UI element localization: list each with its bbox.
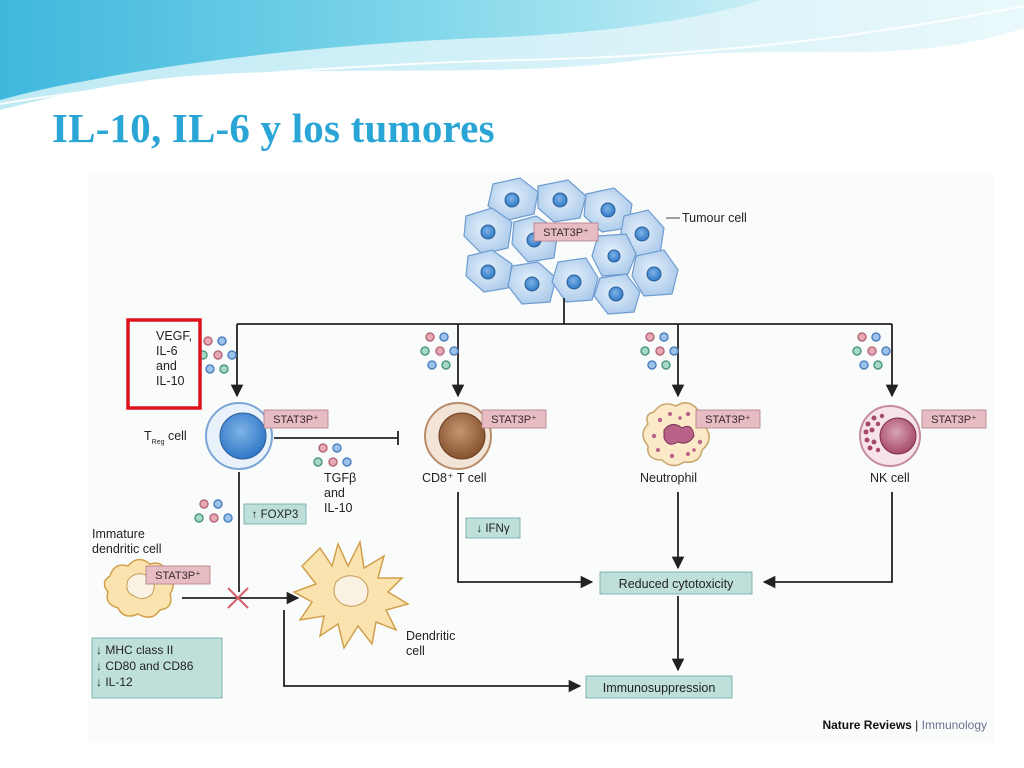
cytokine-line-4: IL-10 [156,374,185,388]
marker-cd80-cd86: ↓ CD80 and CD86 [96,659,194,673]
stat3p-label-nk [921,409,987,429]
stat3p-text-neutrophil: STAT3P⁺ [705,414,751,426]
cytokine-dots-nk [852,332,891,370]
stat3p-text-immature-dc: STAT3P⁺ [155,570,201,582]
cytokine-dots-neutrophil [640,332,679,370]
nk-cell [859,405,921,467]
stat3p-label-neutrophil [695,409,761,429]
distribution-lines [230,298,899,398]
credit-separator: | [912,718,922,732]
cytokine-dots-cd8 [420,332,459,370]
immunosuppression-box [585,675,733,699]
tgfb-line-3: IL-10 [324,501,353,515]
figure-credit: Nature Reviews | Immunology [822,718,987,732]
stat3p-text-treg: STAT3P⁺ [273,414,319,426]
tumour-cell-cluster [463,177,679,315]
dc-markers-box [91,637,223,699]
reduced-cytotoxicity-text: Reduced cytotoxicity [619,577,734,591]
cd8-to-cytotoxicity-arrow [457,492,594,589]
foxp3-box [243,503,307,525]
header-wave [0,0,760,100]
dc-to-immunosuppression-arrow [283,610,582,693]
dc-markers-list: ↓ MHC class II ↓ CD80 and CD86 ↓ IL-12 [96,643,197,689]
treg-label-suffix: cell [164,429,186,443]
tgfb-line-1: TGFβ [324,471,356,485]
marker-il12: ↓ IL-12 [96,675,133,689]
ifng-box [465,517,521,539]
dc-line-1: Dendritic [406,629,455,643]
cd8-t-cell [424,402,492,470]
stat3p-label-tumour [533,222,599,242]
nk-cell-label: NK cell [870,471,910,485]
cytokine-line-1: VEGF, [156,329,192,343]
immature-dc-label: Immature dendritic cell [92,527,161,556]
nk-to-cytotoxicity-arrow [762,492,893,589]
blocked-cross-icon [227,587,249,609]
immature-dc-line-2: dendritic cell [92,542,161,556]
stat3p-text-tumour: STAT3P⁺ [543,227,589,239]
stat3-tumour-immunity-figure: STAT3P⁺ Tumour cell VEGF, IL-6 and IL-10 [88,174,994,742]
immunosuppression-text: Immunosuppression [603,681,716,695]
header-wave-line [0,5,1024,105]
treg-cell [205,402,273,470]
dendritic-cell [292,539,410,650]
treg-cell-label: TReg cell [144,429,187,446]
dc-line-2: cell [406,644,425,658]
marker-mhc: ↓ MHC class II [96,643,173,657]
tgfb-il10-label: TGFβ and IL-10 [324,471,360,515]
reduced-cytotoxicity-box [599,571,753,595]
stat3p-text-cd8: STAT3P⁺ [491,414,537,426]
cytokine-line-2: IL-6 [156,344,178,358]
tgfb-line-2: and [324,486,345,500]
cytokine-dots-treg [198,336,237,374]
stat3p-label-cd8 [481,409,547,429]
credit-journal: Nature Reviews [822,718,912,732]
stat3p-text-nk: STAT3P⁺ [931,414,977,426]
foxp3-text: ↑ FOXP3 [252,509,299,521]
treg-label-t: T [144,429,152,443]
immature-dc-line-1: Immature [92,527,145,541]
cytokine-dots-dc [194,499,233,523]
cd8-t-cell-label: CD8⁺ T cell [422,471,487,485]
dendritic-cell-label: Dendritic cell [406,629,459,658]
cytokine-line-3: and [156,359,177,373]
cytokine-highlight-box [126,318,202,410]
cytokine-dots-tgfb [313,443,352,467]
tumour-cell-label: Tumour cell [682,211,747,225]
credit-section: Immunology [922,718,987,732]
ifng-text: ↓ IFNγ [476,523,509,535]
cytokine-list: VEGF, IL-6 and IL-10 [156,329,196,388]
stat3p-label-treg [263,409,329,429]
slide-title: IL-10, IL-6 y los tumores [52,105,495,151]
stat3p-label-immature-dc [145,565,211,585]
neutrophil-label: Neutrophil [640,471,697,485]
treg-label-sub: Reg [152,439,165,446]
treg-inhibits-cd8 [274,431,399,445]
